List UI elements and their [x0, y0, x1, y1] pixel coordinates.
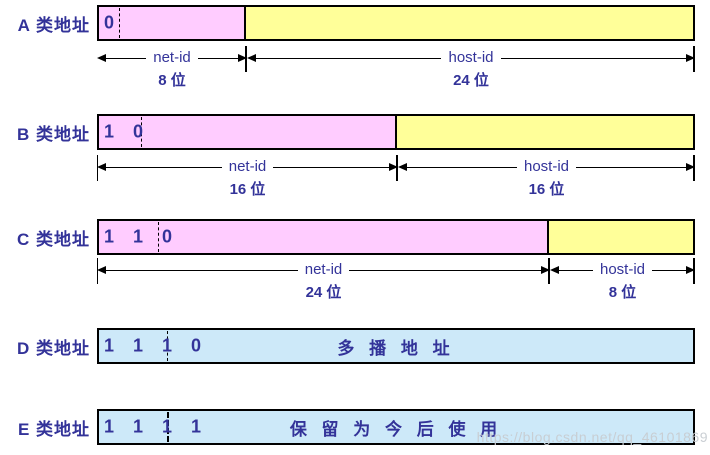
dimension-line: host-id — [398, 158, 695, 175]
netid-label: net-id — [228, 158, 267, 175]
class-a-hostid-dimension: host-id 24 位 — [247, 49, 695, 90]
class-e-prefix-divider-dash — [167, 412, 169, 442]
dimension-boundary-tick — [245, 46, 247, 72]
arrow-right-icon — [686, 266, 695, 274]
dimension-boundary-tick — [97, 258, 98, 284]
row-a-label: A 类地址 — [17, 15, 90, 35]
netid-bits-label: 24 位 — [305, 284, 342, 301]
dimension-line: net-id — [97, 158, 398, 175]
dimension-boundary-tick — [693, 155, 695, 181]
class-d-prefix-bits: 1 1 1 0 — [104, 335, 209, 356]
csdn-watermark: https://blog.csdn.net/qq_46101869 — [476, 429, 708, 445]
class-c-hostid-segment — [549, 221, 693, 253]
netid-label: net-id — [304, 261, 343, 278]
arrow-left-icon — [97, 266, 106, 274]
class-b-prefix-bits: 1 0 — [104, 121, 151, 142]
hostid-label: host-id — [448, 49, 494, 66]
class-b-netid-segment: 1 0 — [99, 116, 397, 148]
class-d-bar: 1 1 1 0 多 播 地 址 — [97, 328, 695, 364]
row-d-label: D 类地址 — [17, 338, 90, 358]
class-b-bar: 1 0 — [97, 114, 695, 150]
dimension-line: net-id — [97, 261, 550, 278]
arrow-right-icon — [686, 163, 695, 171]
arrow-left-icon — [97, 163, 106, 171]
class-e-bar: 1 1 1 1 保 留 为 今 后 使 用 — [97, 409, 695, 445]
arrow-right-icon — [541, 266, 550, 274]
class-c-netid-dimension: net-id 24 位 — [97, 261, 550, 302]
class-a-hostid-segment — [246, 7, 693, 39]
class-e-prefix-bits: 1 1 1 1 — [104, 416, 209, 437]
class-c-prefix-bits: 1 1 0 — [104, 226, 180, 247]
dimension-boundary-tick — [97, 155, 98, 181]
row-c-label: C 类地址 — [17, 229, 90, 249]
arrow-left-icon — [97, 54, 106, 62]
class-d-multicast-segment: 1 1 1 0 多 播 地 址 — [99, 330, 693, 362]
class-c-bar: 1 1 0 — [97, 219, 695, 255]
arrow-left-icon — [247, 54, 256, 62]
class-b-hostid-dimension: host-id 16 位 — [398, 158, 695, 199]
class-b-prefix-divider-dash — [141, 117, 142, 147]
netid-bits-label: 16 位 — [229, 181, 266, 198]
dimension-boundary-tick — [396, 155, 398, 181]
class-a-prefix-bits: 0 — [104, 12, 122, 33]
class-a-netid-segment: 0 — [99, 7, 246, 39]
dimension-line: host-id — [247, 49, 695, 66]
hostid-label: host-id — [599, 261, 646, 278]
class-e-reserved-segment: 1 1 1 1 保 留 为 今 后 使 用 — [99, 411, 693, 443]
class-b-hostid-segment — [397, 116, 693, 148]
dimension-boundary-tick — [693, 258, 695, 284]
arrow-left-icon — [550, 266, 559, 274]
dimension-line: net-id — [97, 49, 247, 66]
class-c-hostid-dimension: host-id 8 位 — [550, 261, 695, 302]
class-d-prefix-divider-dash — [167, 331, 168, 361]
arrow-right-icon — [389, 163, 398, 171]
class-b-netid-dimension: net-id 16 位 — [97, 158, 398, 199]
dimension-boundary-tick — [548, 258, 550, 284]
arrow-right-icon — [686, 54, 695, 62]
dimension-boundary-tick — [693, 46, 695, 72]
hostid-bits-label: 16 位 — [528, 181, 565, 198]
row-e-label: E 类地址 — [17, 419, 90, 439]
arrow-left-icon — [398, 163, 407, 171]
netid-bits-label: 8 位 — [158, 72, 186, 89]
class-c-prefix-divider-dash — [158, 222, 159, 252]
dimension-line: host-id — [550, 261, 695, 278]
class-a-netid-dimension: net-id 8 位 — [97, 49, 247, 90]
class-c-netid-segment: 1 1 0 — [99, 221, 549, 253]
hostid-bits-label: 8 位 — [608, 284, 637, 301]
arrow-right-icon — [238, 54, 247, 62]
netid-label: net-id — [153, 49, 191, 66]
class-a-bar: 0 — [97, 5, 695, 41]
class-a-prefix-divider-dash — [119, 8, 120, 38]
hostid-bits-label: 24 位 — [453, 72, 489, 89]
row-b-label: B 类地址 — [17, 124, 90, 144]
class-d-description: 多 播 地 址 — [337, 338, 455, 358]
class-e-description: 保 留 为 今 后 使 用 — [289, 419, 503, 439]
hostid-label: host-id — [523, 158, 570, 175]
